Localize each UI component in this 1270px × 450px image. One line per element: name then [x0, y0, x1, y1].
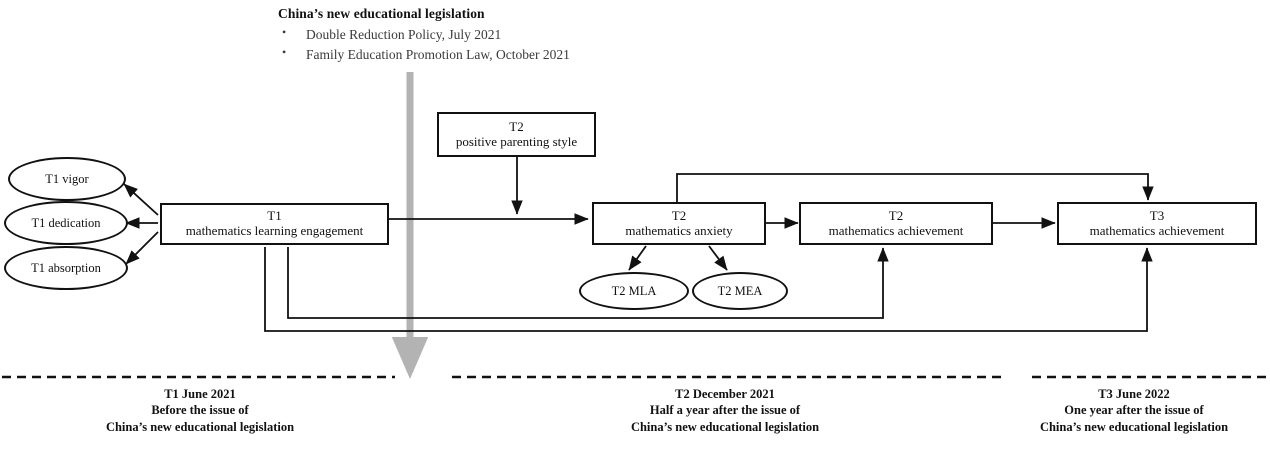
timeline-t3-line3: China’s new educational legislation [1039, 419, 1229, 434]
timeline-t2-line3: China’s new educational legislation [630, 419, 820, 434]
timeline-label-t2: T2 December 2021 Half a year after the i… [560, 386, 890, 435]
timeline-t1-line2: Before the issue of [151, 403, 249, 418]
node-t2-mla[interactable]: T2 MLA [579, 272, 689, 310]
node-t2-parenting-line1: T2 [509, 118, 524, 134]
node-t2-mla-label: T2 MLA [611, 283, 657, 298]
node-t1-absorption[interactable]: T1 absorption [4, 246, 128, 290]
node-t2-achievement-line2: mathematics achievement [828, 222, 964, 238]
node-t3-mathematics-achievement[interactable]: T3 mathematics achievement [1057, 202, 1257, 245]
arrow-engagement-to-absorption [125, 231, 159, 265]
timeline-t2-line1: T2 December 2021 [675, 387, 775, 401]
timeline-t1-line1: T1 June 2021 [164, 387, 236, 401]
arrow-anxiety-to-t3achievement [676, 173, 1154, 203]
node-t1-vigor[interactable]: T1 vigor [8, 157, 126, 201]
node-t1-engagement-line1: T1 [267, 208, 282, 224]
node-t1-engagement-line2: mathematics learning engagement [185, 223, 364, 238]
legislation-legend: China’s new educational legislation Doub… [278, 6, 778, 64]
node-t1-dedication-label: T1 dedication [31, 215, 101, 230]
node-t2-mathematics-anxiety[interactable]: T2 mathematics anxiety [592, 202, 766, 245]
legend-title: China’s new educational legislation [278, 6, 485, 21]
timeline-label-t3: T3 June 2022 One year after the issue of… [1000, 386, 1268, 435]
legend-item-double-reduction: Double Reduction Policy, July 2021 [278, 24, 778, 45]
node-t2-positive-parenting-style[interactable]: T2 positive parenting style [437, 112, 596, 157]
node-t2-anxiety-line1: T2 [671, 207, 687, 223]
legend-item-family-education: Family Education Promotion Law, October … [278, 44, 778, 65]
node-t1-mathematics-learning-engagement[interactable]: T1 mathematics learning engagement [160, 203, 389, 245]
arrow-engagement-to-vigor [123, 183, 159, 216]
node-t2-achievement-line1: T2 [888, 207, 904, 223]
arrow-anxiety-to-mea [708, 245, 728, 271]
timeline-label-t1: T1 June 2021 Before the issue of China’s… [35, 386, 365, 435]
node-t2-mathematics-achievement[interactable]: T2 mathematics achievement [799, 202, 993, 245]
node-t1-dedication[interactable]: T1 dedication [4, 201, 128, 245]
node-t1-vigor-label: T1 vigor [45, 171, 89, 186]
timeline-t3-line2: One year after the issue of [1064, 403, 1204, 418]
timeline-t1-line3: China’s new educational legislation [105, 419, 295, 434]
node-t3-achievement-line2: mathematics achievement [1089, 222, 1225, 238]
timeline-t3-line1: T3 June 2022 [1098, 387, 1170, 401]
node-t2-mea[interactable]: T2 MEA [692, 272, 788, 310]
timeline-t2-line2: Half a year after the issue of [649, 403, 801, 418]
node-t1-absorption-label: T1 absorption [31, 260, 101, 275]
node-t2-mea-label: T2 MEA [717, 283, 763, 298]
arrow-anxiety-to-mla [628, 245, 647, 271]
node-t3-achievement-line1: T3 [1149, 207, 1165, 223]
legend-list: Double Reduction Policy, July 2021 Famil… [278, 24, 778, 65]
node-t2-anxiety-line2: mathematics anxiety [625, 222, 733, 238]
node-t2-parenting-line2: positive parenting style [455, 133, 578, 149]
